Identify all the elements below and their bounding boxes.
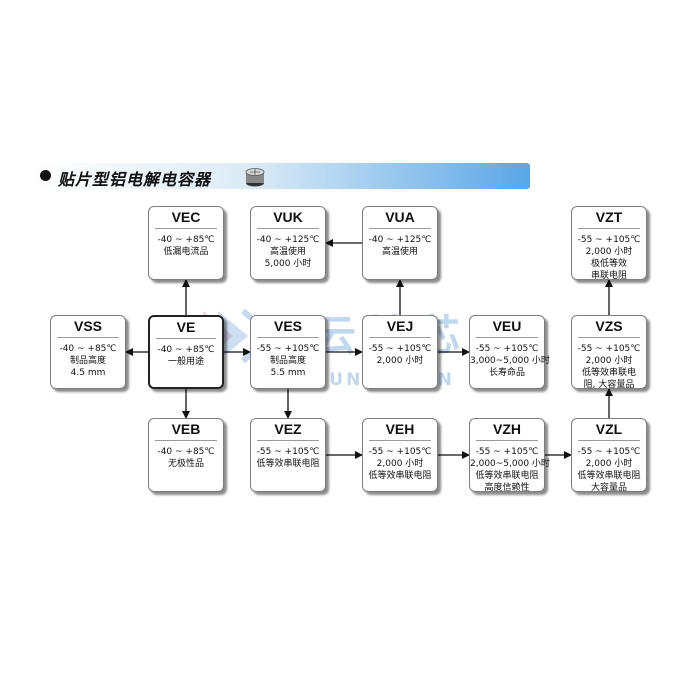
spec-line: 制品高度 xyxy=(69,356,106,366)
product-code: VEC xyxy=(155,207,217,229)
product-box-vuk: VUK -40 ~ +125℃ 高温使用 5,000 小时 xyxy=(250,206,326,280)
spec-line: 极低等效 xyxy=(590,259,627,269)
product-box-ves: VES -55 ~ +105℃ 制品高度 5.5 mm xyxy=(250,315,326,389)
spec-line: 长寿命品 xyxy=(488,368,525,378)
product-specs: -55 ~ +105℃ 2,000 小时 xyxy=(363,338,437,367)
product-specs: -55 ~ +105℃ 低等效串联电阻 xyxy=(251,441,325,470)
spec-line: 高温使用 xyxy=(269,247,306,257)
product-code: VEB xyxy=(155,419,217,441)
capacitor-icon xyxy=(245,168,265,187)
product-code: VZH xyxy=(476,419,538,441)
spec-line: 5.5 mm xyxy=(270,368,306,378)
spec-line: 无极性品 xyxy=(167,459,204,469)
spec-line: -55 ~ +105℃ xyxy=(577,235,641,245)
product-box-vez: VEZ -55 ~ +105℃ 低等效串联电阻 xyxy=(250,418,326,492)
spec-line: 制品高度 xyxy=(269,356,306,366)
product-box-veu: VEU -55 ~ +105℃ 3,000~5,000 小时长寿命品 xyxy=(469,315,550,389)
spec-line: 2,000 小时 xyxy=(376,459,424,469)
spec-line: -40 ~ +125℃ xyxy=(368,235,432,245)
product-box-vua: VUA -40 ~ +125℃ 高温使用 xyxy=(362,206,438,280)
product-code: VUA xyxy=(369,207,431,229)
spec-line: 低等效串联电阻 xyxy=(577,471,641,481)
product-specs: -40 ~ +85℃ 低漏电流品 xyxy=(149,229,223,258)
spec-line: 低漏电流品 xyxy=(163,247,209,257)
product-box-vzs: VZS -55 ~ +105℃ 2,000 小时低等效串联电阻, 大容量品 xyxy=(571,315,647,391)
spec-line: 2,000 小时 xyxy=(376,356,424,366)
product-specs: -40 ~ +125℃ 高温使用 5,000 小时 xyxy=(251,229,325,270)
spec-line: -40 ~ +125℃ xyxy=(256,235,320,245)
product-specs: -55 ~ +105℃ 2,000 小时极低等效串联电阻 xyxy=(572,229,646,282)
product-specs: -40 ~ +85℃ 制品高度 4.5 mm xyxy=(51,338,125,379)
spec-line: 阻, 大容量品 xyxy=(583,380,635,390)
product-specs: -55 ~ +105℃ 制品高度 5.5 mm xyxy=(251,338,325,379)
product-code: VZL xyxy=(578,419,640,441)
product-box-veb: VEB -40 ~ +85℃ 无极性品 xyxy=(148,418,224,492)
section-title: 贴片型铝电解电容器 xyxy=(58,170,212,189)
product-box-vej: VEJ -55 ~ +105℃ 2,000 小时 xyxy=(362,315,438,389)
spec-line: 一般用途 xyxy=(167,357,204,367)
spec-line: 低等效串联电 xyxy=(581,368,636,378)
product-code: VES xyxy=(257,316,319,338)
spec-line: -55 ~ +105℃ xyxy=(368,344,432,354)
spec-line: 高度信赖性 xyxy=(484,483,530,493)
product-box-vss: VSS -40 ~ +85℃ 制品高度 4.5 mm xyxy=(50,315,126,389)
product-code: VZT xyxy=(578,207,640,229)
product-box-vzl: VZL -55 ~ +105℃ 2,000 小时低等效串联电阻大容量品 xyxy=(571,418,647,494)
product-specs: -40 ~ +85℃ 无极性品 xyxy=(149,441,223,470)
section-banner: 贴片型铝电解电容器 xyxy=(32,163,530,189)
product-code: VEH xyxy=(369,419,431,441)
spec-line: 5,000 小时 xyxy=(264,259,312,269)
product-specs: -55 ~ +105℃ 2,000~5,000 小时低等效串联电阻高度信赖性 xyxy=(470,441,550,494)
product-box-ve: VE -40 ~ +85℃ 一般用途 xyxy=(148,315,224,389)
spec-line: 2,000~5,000 小时 xyxy=(470,459,550,469)
spec-line: 低等效串联电阻 xyxy=(475,471,539,481)
product-specs: -55 ~ +105℃ 3,000~5,000 小时长寿命品 xyxy=(470,338,550,379)
product-box-veh: VEH -55 ~ +105℃ 2,000 小时低等效串联电阻 xyxy=(362,418,438,492)
spec-line: 大容量品 xyxy=(590,483,627,493)
spec-line: 2,000 小时 xyxy=(585,459,633,469)
spec-line: 4.5 mm xyxy=(70,368,106,378)
spec-line: -55 ~ +105℃ xyxy=(475,344,539,354)
spec-line: 低等效串联电阻 xyxy=(256,459,320,469)
product-code: VZS xyxy=(578,316,640,338)
spec-line: -40 ~ +85℃ xyxy=(157,345,215,355)
product-box-vzt: VZT -55 ~ +105℃ 2,000 小时极低等效串联电阻 xyxy=(571,206,647,282)
product-code: VE xyxy=(156,317,216,339)
product-specs: -55 ~ +105℃ 2,000 小时低等效串联电阻大容量品 xyxy=(572,441,646,494)
spec-line: -55 ~ +105℃ xyxy=(577,447,641,457)
product-box-vec: VEC -40 ~ +85℃ 低漏电流品 xyxy=(148,206,224,280)
product-code: VSS xyxy=(57,316,119,338)
product-code: VEZ xyxy=(257,419,319,441)
product-code: VEJ xyxy=(369,316,431,338)
spec-line: -55 ~ +105℃ xyxy=(577,344,641,354)
spec-line: -40 ~ +85℃ xyxy=(59,344,117,354)
product-specs: -55 ~ +105℃ 2,000 小时低等效串联电阻 xyxy=(363,441,437,482)
bullet-icon xyxy=(40,170,51,181)
spec-line: -40 ~ +85℃ xyxy=(157,235,215,245)
spec-line: 2,000 小时 xyxy=(585,247,633,257)
spec-line: 高温使用 xyxy=(381,247,418,257)
spec-line: 串联电阻 xyxy=(590,271,627,281)
spec-line: 2,000 小时 xyxy=(585,356,633,366)
spec-line: -55 ~ +105℃ xyxy=(368,447,432,457)
spec-line: -55 ~ +105℃ xyxy=(475,447,539,457)
product-specs: -55 ~ +105℃ 2,000 小时低等效串联电阻, 大容量品 xyxy=(572,338,646,391)
spec-line: -40 ~ +85℃ xyxy=(157,447,215,457)
product-specs: -40 ~ +125℃ 高温使用 xyxy=(363,229,437,258)
spec-line: -55 ~ +105℃ xyxy=(256,344,320,354)
spec-line: 低等效串联电阻 xyxy=(368,471,432,481)
spec-line: -55 ~ +105℃ xyxy=(256,447,320,457)
product-box-vzh: VZH -55 ~ +105℃ 2,000~5,000 小时低等效串联电阻高度信赖性 xyxy=(469,418,550,494)
product-code: VUK xyxy=(257,207,319,229)
product-specs: -40 ~ +85℃ 一般用途 xyxy=(150,339,222,368)
product-code: VEU xyxy=(476,316,538,338)
spec-line: 3,000~5,000 小时 xyxy=(470,356,550,366)
